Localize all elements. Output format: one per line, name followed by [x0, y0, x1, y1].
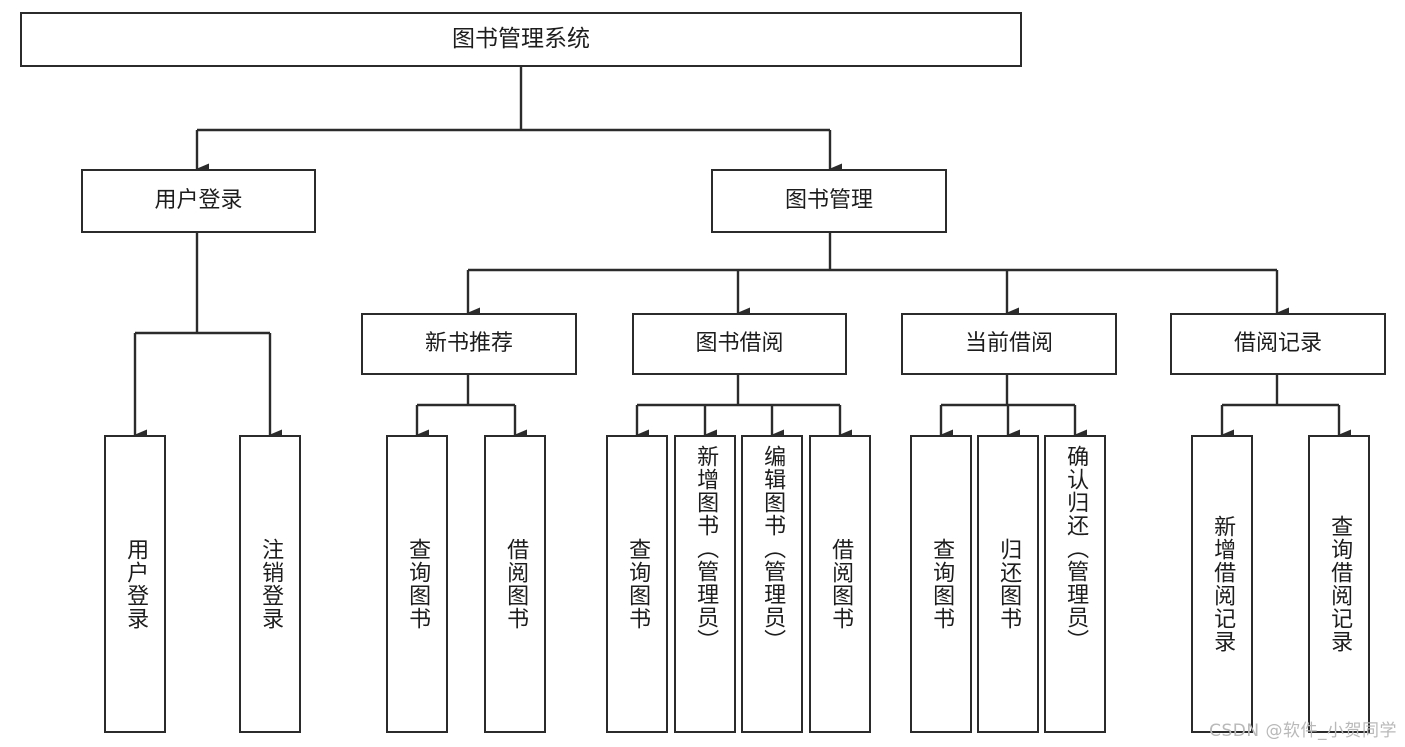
node-label: 归还图书: [996, 538, 1022, 630]
node-label: 借阅图书: [503, 538, 529, 630]
leaf-current-query-book[interactable]: 查询图书: [910, 435, 972, 733]
node-label: 用户登录: [123, 538, 149, 630]
node-label: 查询图书: [929, 538, 955, 630]
leaf-current-confirm-return-admin[interactable]: 确认归还（管理员）: [1044, 435, 1106, 733]
node-label: 新增图书（管理员）: [693, 445, 719, 652]
leaf-borrow-edit-book-admin[interactable]: 编辑图书（管理员）: [741, 435, 803, 733]
node-user-login[interactable]: 用户登录: [81, 169, 316, 233]
leaf-records-add-record[interactable]: 新增借阅记录: [1191, 435, 1253, 733]
node-book-management[interactable]: 图书管理: [711, 169, 947, 233]
watermark-text: CSDN @软件_小贺同学: [1209, 721, 1397, 741]
node-label: 图书借阅: [695, 330, 784, 356]
leaf-user-login-signin[interactable]: 用户登录: [104, 435, 166, 733]
node-label: 查询借阅记录: [1327, 515, 1353, 653]
leaf-user-login-signout[interactable]: 注销登录: [239, 435, 301, 733]
node-borrow-records[interactable]: 借阅记录: [1170, 313, 1386, 375]
node-root-system[interactable]: 图书管理系统: [20, 12, 1022, 67]
node-label: 借阅图书: [828, 538, 854, 630]
leaf-recommend-query-book[interactable]: 查询图书: [386, 435, 448, 733]
node-label: 借阅记录: [1233, 330, 1322, 356]
leaf-current-return-book[interactable]: 归还图书: [977, 435, 1039, 733]
node-label: 查询图书: [625, 538, 651, 630]
leaf-borrow-query-book[interactable]: 查询图书: [606, 435, 668, 733]
node-label: 新增借阅记录: [1210, 515, 1236, 653]
leaf-recommend-borrow-book[interactable]: 借阅图书: [484, 435, 546, 733]
node-label: 查询图书: [405, 538, 431, 630]
node-label: 当前借阅: [964, 330, 1053, 356]
leaf-borrow-borrow-book[interactable]: 借阅图书: [809, 435, 871, 733]
leaf-borrow-add-book-admin[interactable]: 新增图书（管理员）: [674, 435, 736, 733]
node-label: 图书管理系统: [452, 25, 590, 52]
node-book-borrow[interactable]: 图书借阅: [632, 313, 847, 375]
node-label: 注销登录: [258, 538, 284, 630]
node-label: 图书管理: [784, 187, 873, 213]
node-label: 确认归还（管理员）: [1063, 445, 1089, 652]
node-current-borrow[interactable]: 当前借阅: [901, 313, 1117, 375]
node-label: 新书推荐: [424, 330, 513, 356]
node-new-book-recommend[interactable]: 新书推荐: [361, 313, 577, 375]
node-label: 编辑图书（管理员）: [760, 445, 786, 652]
leaf-records-query-record[interactable]: 查询借阅记录: [1308, 435, 1370, 733]
node-label: 用户登录: [154, 187, 243, 213]
